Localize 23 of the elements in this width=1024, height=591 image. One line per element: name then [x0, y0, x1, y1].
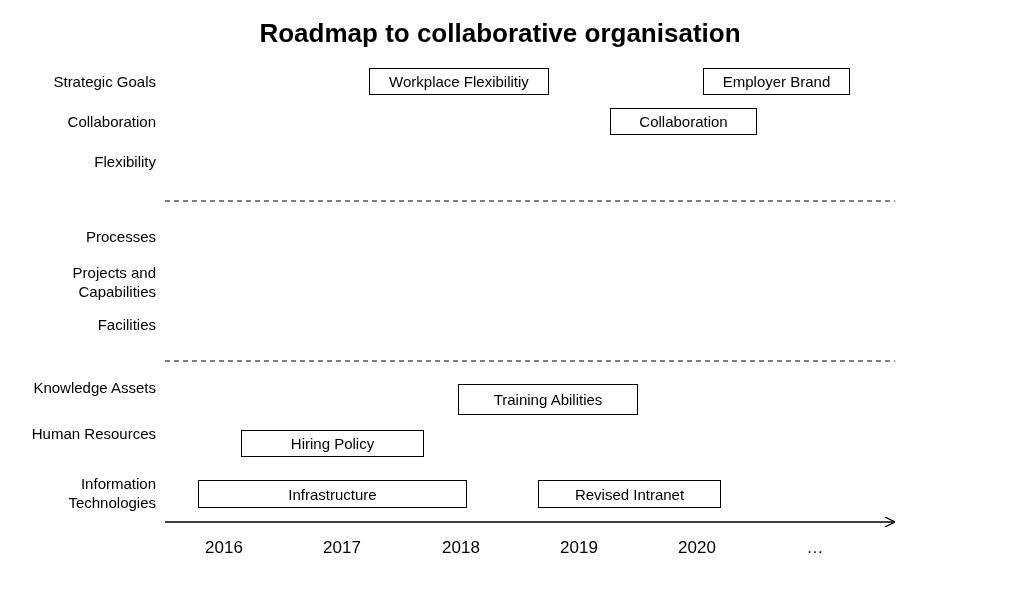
- year-label: 2017: [322, 538, 362, 557]
- timeline-bar: Employer Brand: [703, 68, 850, 95]
- row-label: Knowledge Assets: [32, 378, 156, 397]
- timeline-bar: Revised Intranet: [538, 480, 721, 508]
- timeline-bar: Infrastructure: [198, 480, 467, 508]
- row-label: Projects and Capabilities: [71, 263, 156, 301]
- row-label: Flexibility: [93, 152, 156, 171]
- timeline-bar: Collaboration: [610, 108, 757, 135]
- diagram-title: Roadmap to collaborative organisation: [258, 18, 742, 49]
- year-label: 2019: [559, 538, 599, 557]
- timeline-bar: Training Abilities: [458, 384, 638, 415]
- year-label: 2020: [677, 538, 717, 557]
- row-label: Strategic Goals: [52, 72, 156, 91]
- row-label: Human Resources: [30, 424, 156, 443]
- year-label: 2016: [204, 538, 244, 557]
- row-label: Facilities: [96, 315, 156, 334]
- year-label: 2018: [441, 538, 481, 557]
- timeline-bar: Workplace Flexibilitiy: [369, 68, 549, 95]
- year-label: …: [805, 538, 825, 557]
- timeline-bar: Hiring Policy: [241, 430, 424, 457]
- row-label: Information Technologies: [67, 474, 156, 512]
- row-label: Processes: [84, 227, 156, 246]
- row-label: Collaboration: [66, 112, 156, 131]
